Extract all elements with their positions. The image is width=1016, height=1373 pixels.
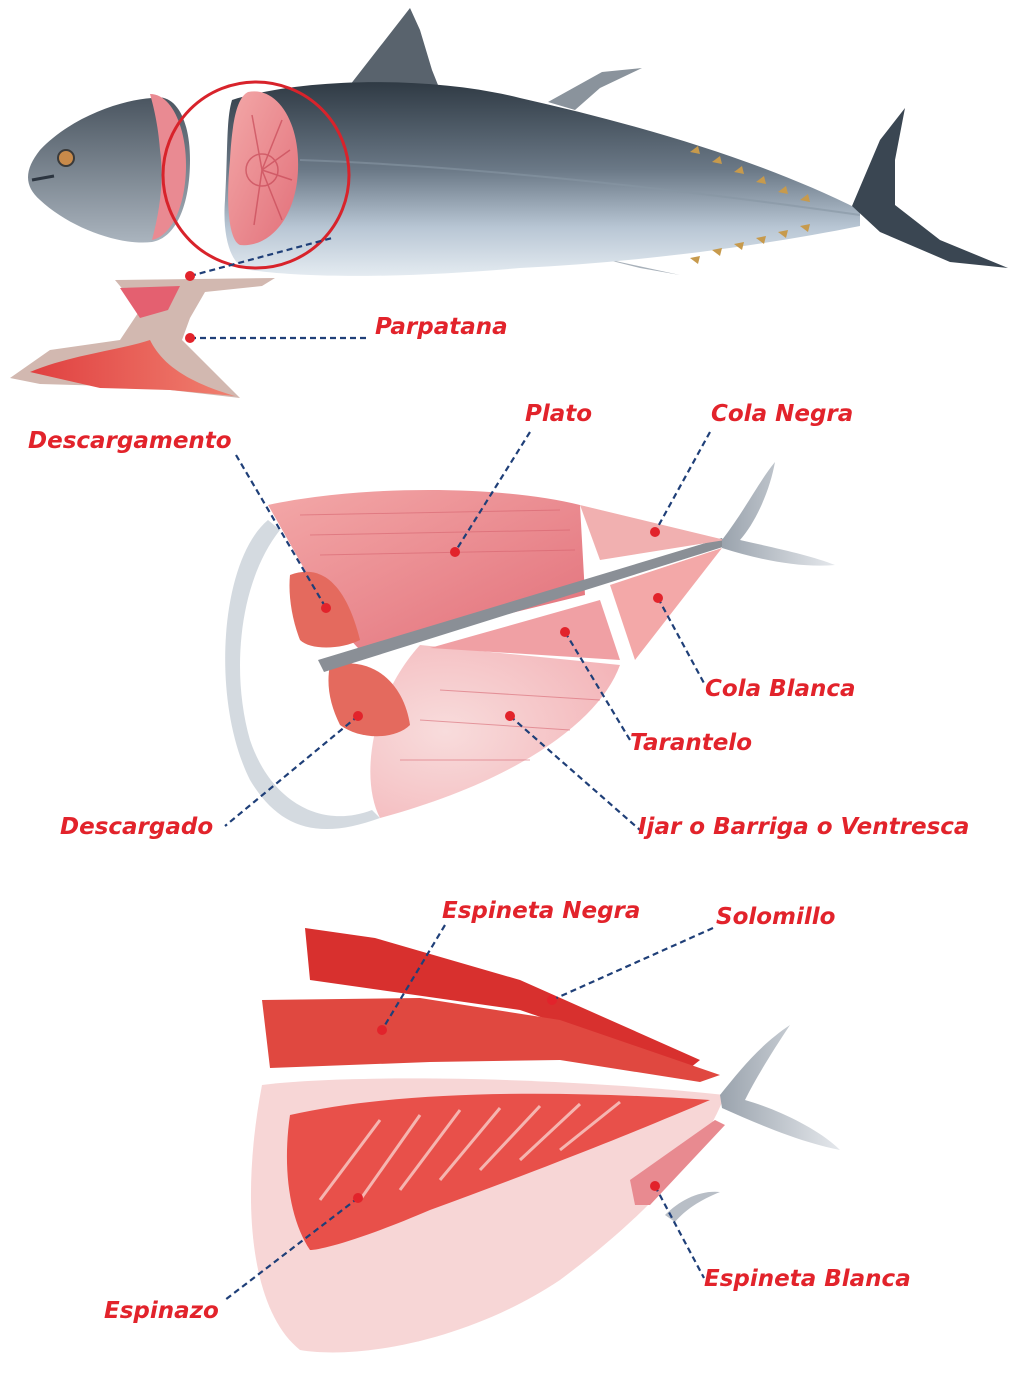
dot-espineta-negra [377, 1025, 387, 1035]
label-descargamento: Descargamento [28, 430, 232, 453]
dot-tarantelo [560, 627, 570, 637]
dot-ijar [505, 711, 515, 721]
inner-tail-fin [720, 1025, 840, 1150]
dot-parpatana [185, 333, 195, 343]
label-parpatana: Parpatana [375, 316, 508, 339]
tail-fin [852, 108, 1008, 268]
loin-tail-fin [722, 462, 835, 566]
dot-plato [450, 547, 460, 557]
dot-cola-blanca [653, 593, 663, 603]
dot-descargado [353, 711, 363, 721]
dot-parpatana-top [185, 271, 195, 281]
leader-cola-blanca [658, 598, 705, 685]
label-descargado: Descargado [60, 816, 213, 839]
label-plato: Plato [525, 403, 592, 426]
label-espineta-negra: Espineta Negra [442, 900, 640, 923]
tuna-eye [58, 150, 74, 166]
leader-solomillo [552, 928, 713, 1000]
inner-lower-fin [665, 1192, 720, 1222]
label-espinazo: Espinazo [104, 1300, 219, 1323]
dorsal-fin [350, 8, 440, 90]
dot-espinazo [353, 1193, 363, 1203]
ijar-cut [370, 645, 620, 818]
dot-descargamento [321, 603, 331, 613]
loin-cuts-figure [225, 462, 835, 829]
label-espineta-blanca: Espineta Blanca [704, 1268, 911, 1291]
descargado-cut [328, 663, 410, 736]
leader-ijar [510, 716, 640, 830]
dot-cola-negra [650, 527, 660, 537]
second-dorsal-fin [548, 68, 642, 110]
label-tarantelo: Tarantelo [630, 732, 752, 755]
label-cola-negra: Cola Negra [711, 403, 853, 426]
dot-espineta-blanca [650, 1181, 660, 1191]
label-solomillo: Solomillo [716, 906, 835, 929]
dot-solomillo [547, 995, 557, 1005]
label-cola-blanca: Cola Blanca [705, 678, 856, 701]
leader-cola-negra [655, 432, 710, 532]
label-ijar: Ijar o Barriga o Ventresca [638, 816, 969, 839]
whole-tuna-figure [10, 8, 1008, 398]
